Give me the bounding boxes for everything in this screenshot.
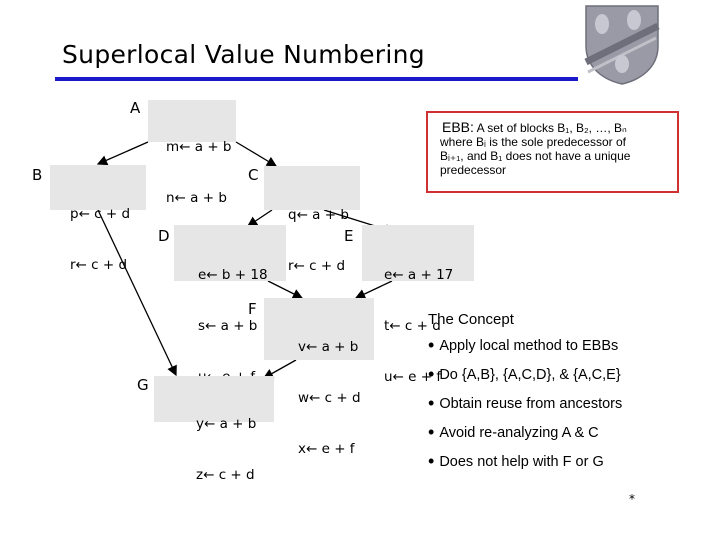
bullet-text: Apply local method to EBBs [439, 338, 619, 354]
bullet-dot-icon: • [428, 393, 435, 413]
code-line: t← c + d [384, 318, 441, 334]
bullet-text: Obtain reuse from ancestors [439, 396, 623, 412]
bullet-dot-icon: • [428, 422, 435, 442]
bullet-dot-icon: • [428, 335, 435, 355]
block-g-code: y← a + b z← c + d [196, 382, 256, 518]
list-item: •Obtain reuse from ancestors [428, 393, 623, 425]
edge-a-c [235, 141, 278, 167]
list-item: •Does not help with F or G [428, 451, 622, 483]
code-line: u← e + f [384, 369, 442, 385]
block-f-label: F [248, 300, 257, 318]
edge-d-f [267, 280, 304, 299]
code-line: m← a + b [166, 139, 232, 155]
block-a [148, 100, 236, 142]
list-item: •Avoid re-analyzing A & C [428, 422, 622, 454]
edge-a-b [96, 141, 149, 166]
block-c-label: C [248, 166, 259, 184]
ebb-heading: EBB: [442, 119, 474, 135]
ebb-text-3: Bᵢ₊₁, and B₁ does not have a unique [440, 149, 631, 163]
edge-e-f [354, 280, 393, 299]
ebb-definition-box: EBB: A set of blocks B₁, B₂, …, Bₙ where… [426, 111, 679, 193]
code-line: x← e + f [298, 441, 355, 457]
bullet-dot-icon: • [428, 451, 435, 471]
block-b-code: p← c + d r← c + d [70, 172, 130, 308]
code-line: n← a + b [166, 190, 227, 206]
code-line: p← c + d [70, 206, 131, 222]
block-b-label: B [32, 166, 43, 184]
block-e [362, 225, 474, 281]
block-d [174, 225, 286, 281]
block-g-label: G [137, 376, 149, 394]
block-b [50, 165, 146, 210]
block-c [264, 166, 360, 210]
code-line: e← a + 17 [384, 267, 454, 283]
block-f [264, 298, 374, 360]
block-d-label: D [158, 227, 170, 245]
ebb-text-2: where Bᵢ is the sole predecessor of [440, 135, 626, 149]
block-a-code: m← a + b n← a + b [166, 105, 232, 241]
ebb-text-1: A set of blocks B₁, B₂, …, Bₙ [476, 121, 627, 135]
code-line: r← c + d [288, 258, 346, 274]
block-g [154, 376, 274, 422]
bullet-text: Avoid re-analyzing A & C [439, 425, 599, 441]
footnote-marker: * [629, 492, 635, 506]
block-c-code: q← a + b r← c + d [288, 173, 349, 309]
block-e-label: E [344, 227, 354, 245]
edge-f-g [262, 359, 297, 379]
list-item: •Do {A,B}, {A,C,D}, & {A,C,E} [428, 364, 622, 396]
concept-heading: The Concept [428, 311, 514, 328]
code-line: e← b + 18 [198, 267, 268, 283]
block-f-code: v← a + b w← c + d x← e + f [298, 305, 361, 492]
block-e-code: e← a + 17 t← c + d u← e + f [384, 233, 453, 420]
code-line: q← a + b [288, 207, 349, 223]
page-title: Superlocal Value Numbering [62, 40, 425, 69]
list-item: •Apply local method to EBBs [428, 335, 622, 367]
bullet-dot-icon: • [428, 364, 435, 384]
edge-b-g [97, 209, 177, 377]
code-line: v← a + b [298, 339, 359, 355]
ebb-line-1: EBB: A set of blocks B₁, B₂, …, Bₙ [442, 120, 671, 135]
ebb-text-4: predecessor [440, 163, 507, 177]
block-a-label: A [130, 99, 141, 117]
code-line: s← a + b [198, 318, 258, 334]
concept-bullet-list: •Apply local method to EBBs •Do {A,B}, {… [428, 335, 623, 483]
title-underline [55, 77, 578, 81]
code-line: r← c + d [70, 257, 128, 273]
bullet-text: Do {A,B}, {A,C,D}, & {A,C,E} [439, 367, 621, 383]
code-line: w← c + d [298, 390, 361, 406]
code-line: y← a + b [196, 416, 257, 432]
university-crest-icon [584, 5, 660, 85]
edge-c-d [246, 209, 273, 227]
code-line: z← c + d [196, 467, 255, 483]
bullet-text: Does not help with F or G [439, 454, 604, 470]
